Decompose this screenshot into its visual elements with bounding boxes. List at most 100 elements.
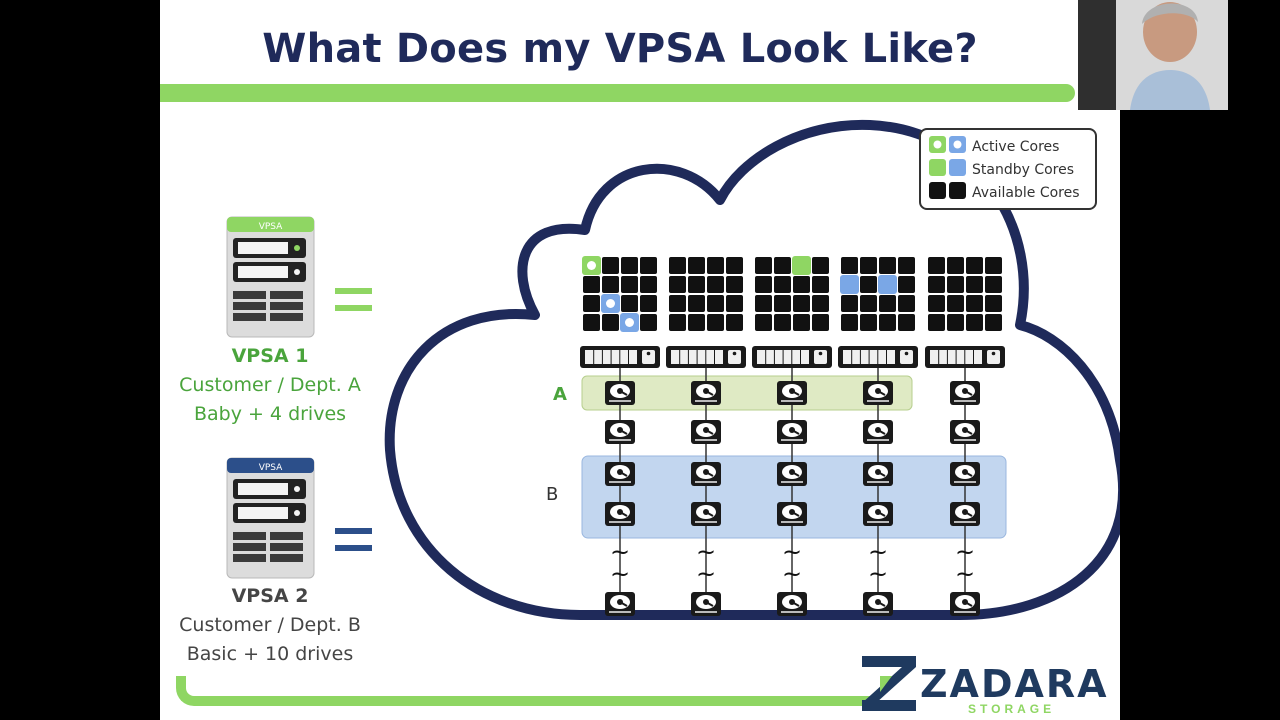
core-grid-1 <box>582 256 657 332</box>
core-cell <box>583 314 600 331</box>
core-cell <box>966 276 983 293</box>
core-cell <box>774 257 791 274</box>
tilde-icon: ~ <box>696 560 716 588</box>
core-cell <box>774 314 791 331</box>
core-highlight <box>792 256 811 275</box>
group-b-band <box>581 455 1007 539</box>
legend-available-swatch <box>929 182 946 199</box>
drive-icon <box>777 592 807 616</box>
tilde-icon: ~ <box>610 560 630 588</box>
core-cell <box>928 276 945 293</box>
core-cell <box>707 276 724 293</box>
top-accent-bar <box>160 84 1075 102</box>
tilde-icon: ~ <box>868 560 888 588</box>
drive-icon <box>863 462 893 486</box>
core-cell <box>860 276 877 293</box>
drive-icon <box>950 502 980 526</box>
core-active-dot <box>625 318 634 327</box>
core-cell <box>841 257 858 274</box>
core-cell <box>602 314 619 331</box>
core-cell <box>966 314 983 331</box>
drive-icon <box>691 420 721 444</box>
vpsa1-customer: Customer / Dept. A <box>179 374 361 396</box>
vpsa1-equals-top <box>335 288 372 294</box>
drive-icon <box>605 592 635 616</box>
vpsa2-customer: Customer / Dept. B <box>179 614 361 636</box>
core-cell <box>774 276 791 293</box>
core-cell <box>621 276 638 293</box>
core-cell <box>726 314 743 331</box>
drive-icon <box>605 502 635 526</box>
core-cell <box>707 257 724 274</box>
tilde-icon: ~ <box>868 538 888 566</box>
core-highlight <box>840 275 859 294</box>
group-b-label: B <box>546 484 558 505</box>
core-cell <box>640 276 657 293</box>
drive-icon <box>691 592 721 616</box>
drive-icon <box>950 462 980 486</box>
server-icon-5 <box>925 346 1005 368</box>
core-cell <box>947 314 964 331</box>
group-a-label: A <box>553 384 567 405</box>
drive-icon <box>605 462 635 486</box>
drive-icon <box>777 381 807 405</box>
storage-servers <box>580 346 1005 368</box>
core-cell <box>860 257 877 274</box>
core-cell <box>688 295 705 312</box>
core-cell <box>812 276 829 293</box>
vpsa1-badge: VPSA <box>259 222 283 232</box>
core-cell <box>669 295 686 312</box>
core-cell <box>898 295 915 312</box>
vpsa2-badge: VPSA <box>259 463 283 473</box>
drive-icon <box>950 420 980 444</box>
drive-icon <box>691 462 721 486</box>
vpsa2-equals-top <box>335 528 372 534</box>
core-grid-5 <box>928 257 1002 331</box>
core-cell <box>879 314 896 331</box>
core-cell <box>860 295 877 312</box>
core-cell <box>640 295 657 312</box>
core-grids <box>582 256 1002 332</box>
server-icon-1 <box>580 346 660 368</box>
legend: Active Cores Standby Cores Available Cor… <box>919 128 1097 210</box>
core-cell <box>669 314 686 331</box>
group-a-band <box>581 375 913 411</box>
vpsa2-name: VPSA 2 <box>231 585 309 607</box>
core-cell <box>774 295 791 312</box>
presenter-photo <box>1078 0 1228 110</box>
core-cell <box>602 276 619 293</box>
drive-icon <box>863 502 893 526</box>
server-icon-4 <box>838 346 918 368</box>
core-cell <box>985 257 1002 274</box>
vpsa2-description: VPSA 2 Customer / Dept. B Basic + 10 dri… <box>160 582 380 669</box>
core-cell <box>841 314 858 331</box>
drive-icon <box>605 420 635 444</box>
core-cell <box>583 295 600 312</box>
core-cell <box>755 276 772 293</box>
core-cell <box>755 314 772 331</box>
drive-icon <box>691 502 721 526</box>
server-icon-2 <box>666 346 746 368</box>
presenter-avatar <box>1078 0 1228 110</box>
core-cell <box>985 295 1002 312</box>
core-cell <box>947 276 964 293</box>
core-cell <box>898 276 915 293</box>
core-cell <box>928 257 945 274</box>
core-cell <box>726 257 743 274</box>
drive-icon <box>777 420 807 444</box>
drive-icon <box>950 381 980 405</box>
vpsa1-description: VPSA 1 Customer / Dept. A Baby + 4 drive… <box>160 342 380 429</box>
slide: What Does my VPSA Look Like? A B ~~~~~~~… <box>160 0 1120 720</box>
core-cell <box>812 257 829 274</box>
drive-icon <box>777 502 807 526</box>
core-cell <box>726 276 743 293</box>
core-cell <box>793 314 810 331</box>
tilde-icon: ~ <box>610 538 630 566</box>
core-cell <box>793 295 810 312</box>
legend-active-label: Active Cores <box>972 139 1059 155</box>
core-cell <box>707 314 724 331</box>
core-cell <box>879 295 896 312</box>
legend-standby-label: Standby Cores <box>972 162 1074 178</box>
drive-column-3: ~~ <box>777 368 807 616</box>
core-cell <box>898 257 915 274</box>
